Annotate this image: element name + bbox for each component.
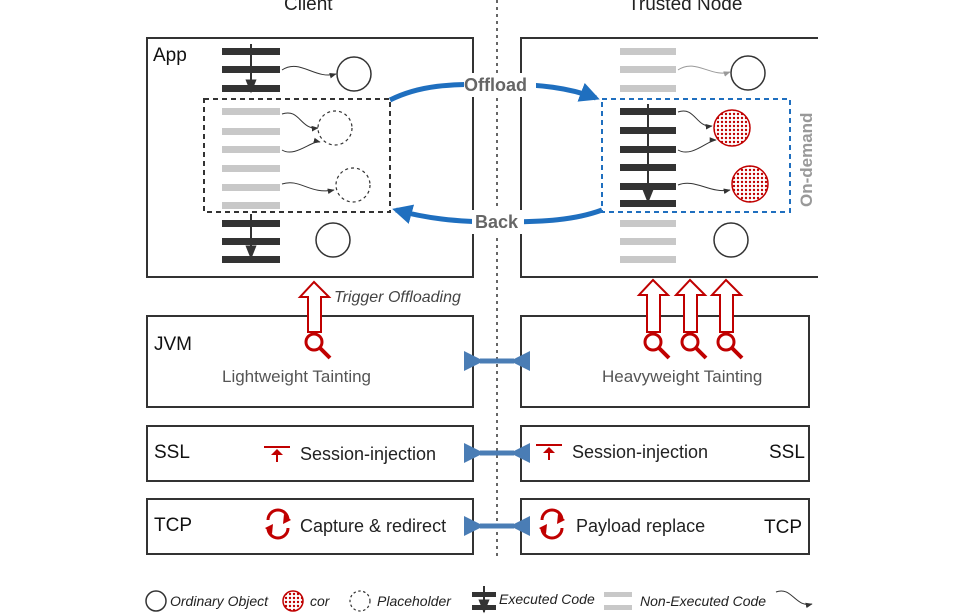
client-non-executed-code	[222, 108, 280, 209]
legend-executed-code-label: Executed Code	[499, 591, 595, 607]
client-placeholder	[335, 167, 371, 203]
on-demand-label: On-demand	[797, 113, 816, 207]
client-ssl-text: Session-injection	[300, 444, 437, 464]
legend-reference-arrow-icon	[775, 590, 813, 609]
client-executed-code-bottom	[222, 214, 280, 263]
client-tcp-label: TCP	[154, 515, 192, 536]
session-injection-icon	[536, 444, 562, 460]
offload-label: Offload	[464, 75, 527, 95]
trusted-ssl-label: SSL	[769, 442, 805, 463]
trusted-tcp-box	[520, 498, 810, 555]
trusted-cor-object	[713, 109, 751, 147]
trusted-ssl-text: Session-injection	[572, 442, 709, 462]
trusted-cor-object	[731, 165, 769, 203]
legend-cor-label: cor	[310, 593, 330, 609]
trusted-app-box	[520, 37, 818, 278]
trigger-offloading-arrow	[297, 280, 332, 333]
trusted-jvm-text: Heavyweight Tainting	[602, 367, 763, 386]
back-label: Back	[475, 212, 519, 232]
trusted-non-executed-code-bottom	[620, 220, 676, 263]
trusted-on-demand-region	[601, 98, 791, 213]
client-placeholder	[317, 110, 353, 146]
trusted-node-column-title: Trusted Node	[628, 0, 743, 15]
legend-executed-code-icon	[472, 586, 496, 614]
client-offload-region	[203, 98, 391, 213]
trusted-ordinary-object	[730, 55, 766, 91]
legend-placeholder-label: Placeholder	[377, 593, 451, 609]
client-column-title: Client	[284, 0, 333, 15]
client-ordinary-object	[315, 222, 351, 258]
session-injection-icon	[264, 446, 290, 462]
client-tcp-box	[146, 498, 474, 555]
client-tcp-text: Capture & redirect	[300, 516, 447, 536]
trusted-tcp-text: Payload replace	[576, 516, 706, 536]
legend-non-executed-code-icon	[604, 592, 632, 610]
refresh-icon	[539, 508, 565, 540]
legend-ordinary-object-icon	[145, 590, 167, 612]
legend-non-executed-code-label: Non-Executed Code	[640, 593, 767, 609]
magnifier-icon	[304, 332, 332, 360]
trusted-non-executed-code-top	[620, 48, 676, 92]
legend-cor-icon	[282, 590, 304, 612]
client-jvm-text: Lightweight Tainting	[222, 367, 372, 386]
client-executed-code-top	[222, 44, 280, 94]
client-jvm-label: JVM	[154, 334, 192, 355]
client-ssl-box	[146, 425, 474, 482]
trusted-trigger-arrows	[636, 278, 744, 333]
client-app-label: App	[153, 45, 187, 66]
magnifier-icon	[716, 332, 744, 360]
client-app-box	[146, 37, 474, 278]
trigger-offloading-label: Trigger Offloading	[334, 289, 461, 306]
legend-placeholder-icon	[349, 590, 371, 612]
legend-ordinary-object-label: Ordinary Object	[170, 593, 269, 609]
trusted-executed-code	[620, 104, 676, 207]
trusted-tcp-label: TCP	[764, 517, 802, 538]
refresh-icon	[265, 508, 291, 540]
magnifier-icon	[680, 332, 708, 360]
trusted-ordinary-object	[713, 222, 749, 258]
client-ordinary-object	[336, 56, 372, 92]
client-ssl-label: SSL	[154, 442, 190, 463]
magnifier-icon	[643, 332, 671, 360]
